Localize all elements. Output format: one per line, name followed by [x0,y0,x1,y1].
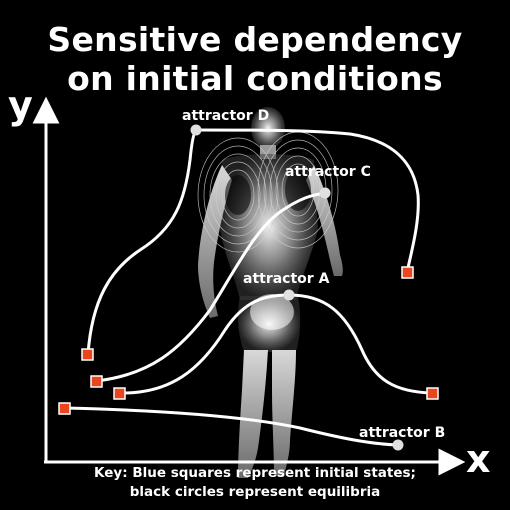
diagram-key: Key: Blue squares represent initial stat… [0,464,510,502]
lorenz-attractor-wings [225,169,311,215]
attractor-c-label: attractor C [285,164,371,180]
title-line-1: Sensitive dependency [47,20,463,59]
attractor-labels: attractor D attractor C attractor A attr… [182,108,445,441]
trajectory-to-a-from-right [287,293,434,395]
initial-states [58,266,439,415]
equilibrium-top [190,124,202,136]
title-line-2: on initial conditions [67,59,443,98]
attractor-a-label: attractor A [243,271,330,287]
initial-state-square [113,387,126,400]
initial-state-square [426,387,439,400]
attractor-b-label: attractor B [359,425,445,441]
initial-state-square [90,375,103,388]
axes: y x [8,83,491,481]
key-line-1: Key: Blue squares represent initial stat… [94,465,416,481]
attractor-top-label: attractor D [182,108,269,124]
initial-state-square [58,402,71,415]
equilibria [190,124,404,451]
trajectories [62,128,434,447]
equilibrium-a [283,289,295,301]
key-line-2: black circles represent equilibria [129,484,381,500]
trajectory-to-b [62,406,400,447]
y-axis-label: y [8,83,33,127]
equilibrium-c [319,187,331,199]
page-title: Sensitive dependency on initial conditio… [0,20,510,98]
initial-state-square [401,266,414,279]
initial-state-square [81,348,94,361]
trajectory-to-a-from-left [118,293,291,395]
x-axis-label: x [466,437,491,481]
trajectory-to-top-from-right [194,128,420,274]
trajectory-to-top-from-left [86,128,198,356]
equilibrium-b [392,439,404,451]
trajectory-to-c [94,191,327,383]
